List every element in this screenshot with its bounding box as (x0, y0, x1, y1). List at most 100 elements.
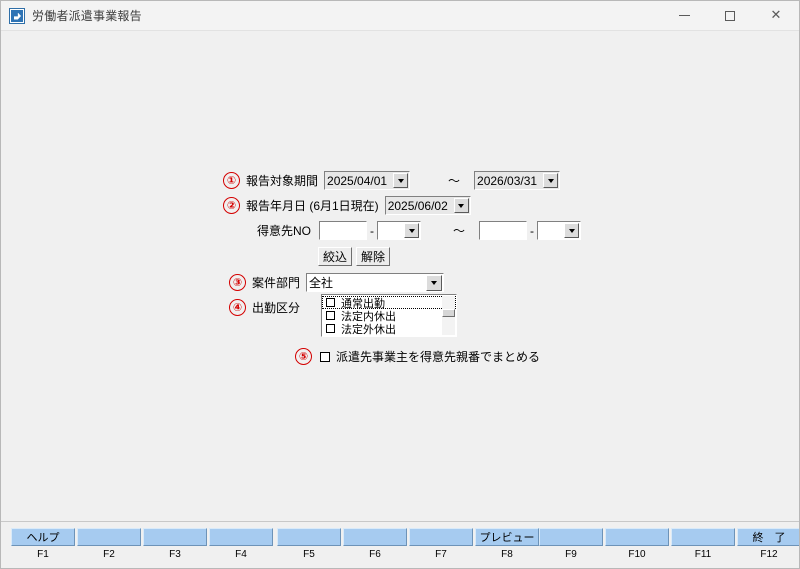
function-key-group-3: F9 F10 F11 終 了 F12 (539, 528, 799, 560)
function-key-f5[interactable]: F5 (277, 528, 341, 560)
function-key-group-1: ヘルプ F1 F2 F3 F4 (11, 528, 273, 560)
function-key-f11-name: F11 (694, 549, 712, 560)
function-key-f9[interactable]: F9 (539, 528, 603, 560)
customer-no-to-sub-combo[interactable] (537, 221, 582, 240)
attendance-label: 出勤区分 (252, 301, 301, 315)
group-option-row: ⑤ 派遣先事業主を得意先親番でまとめる (295, 348, 540, 365)
chevron-down-icon[interactable] (564, 223, 580, 238)
function-key-f6-name: F6 (369, 549, 381, 560)
list-item-label: 法定内休出 (341, 310, 396, 323)
function-key-f1-label[interactable]: ヘルプ (11, 528, 75, 546)
customer-no-from-dash: - (370, 223, 375, 238)
maximize-icon[interactable] (707, 1, 753, 31)
function-key-f12[interactable]: 終 了 F12 (737, 528, 799, 560)
chevron-down-icon[interactable] (393, 173, 409, 188)
marker-2: ② (223, 197, 240, 214)
function-key-f1[interactable]: ヘルプ F1 (11, 528, 75, 560)
function-key-f11[interactable]: F11 (671, 528, 735, 560)
chevron-down-icon[interactable] (404, 223, 420, 238)
app-icon (9, 7, 25, 24)
function-key-f12-name: F12 (760, 549, 778, 560)
function-key-f8[interactable]: プレビュー F8 (475, 528, 539, 560)
list-item[interactable]: 法定外休出 (322, 322, 456, 336)
department-row: ③ 案件部門 全社 (229, 273, 445, 292)
function-key-f6[interactable]: F6 (343, 528, 407, 560)
function-key-f9-label[interactable] (539, 528, 603, 546)
customer-no-to-dash: - (530, 223, 535, 238)
marker-4: ④ (229, 299, 246, 316)
function-key-f8-name: F8 (501, 549, 513, 560)
chevron-down-icon[interactable] (426, 274, 443, 291)
report-period-row: ① 報告対象期間 2025/04/01 ～ 2026/03/31 (223, 171, 561, 190)
report-date-row: ② 報告年月日 (6月1日現在) 2025/06/02 (223, 196, 471, 215)
checkbox-icon[interactable] (326, 298, 335, 307)
department-value: 全社 (309, 276, 334, 290)
function-key-f3-label[interactable] (143, 528, 207, 546)
customer-no-row: 得意先NO - ～ - (257, 221, 582, 240)
function-key-group-2: F5 F6 F7 プレビュー F8 (277, 528, 539, 560)
report-period-label: 報告対象期間 (246, 174, 319, 188)
function-key-f7[interactable]: F7 (409, 528, 473, 560)
function-key-f2[interactable]: F2 (77, 528, 141, 560)
attendance-listbox[interactable]: 通常出勤 法定内休出 法定外休出 (321, 294, 457, 337)
function-key-f10-label[interactable] (605, 528, 669, 546)
close-icon[interactable]: ✕ (753, 1, 799, 31)
marker-1: ① (223, 172, 240, 189)
function-key-f4[interactable]: F4 (209, 528, 273, 560)
function-key-f6-label[interactable] (343, 528, 407, 546)
checkbox-icon[interactable] (326, 311, 335, 320)
function-key-f3[interactable]: F3 (143, 528, 207, 560)
close-glyph: ✕ (770, 8, 782, 23)
list-item-label: 法定外休出 (341, 323, 396, 336)
report-period-from-combo[interactable]: 2025/04/01 (324, 171, 411, 190)
function-key-f9-name: F9 (565, 549, 577, 560)
customer-filter-buttons: 絞込 解除 (318, 247, 391, 266)
listbox-scrollbar-thumb[interactable] (442, 309, 455, 317)
window-controls: ✕ (661, 1, 799, 31)
report-period-to-combo[interactable]: 2026/03/31 (474, 171, 561, 190)
function-key-f7-name: F7 (435, 549, 447, 560)
report-date-value: 2025/06/02 (387, 198, 448, 213)
marker-3: ③ (229, 274, 246, 291)
listbox-scrollbar[interactable] (442, 296, 455, 335)
function-key-f10[interactable]: F10 (605, 528, 669, 560)
function-key-f12-label[interactable]: 終 了 (737, 528, 799, 546)
title-bar: 労働者派遣事業報告 ✕ (1, 1, 799, 31)
report-date-combo[interactable]: 2025/06/02 (384, 196, 471, 215)
function-key-bar: ヘルプ F1 F2 F3 F4 F5 F6 (1, 521, 799, 568)
function-key-f7-label[interactable] (409, 528, 473, 546)
list-item-label: 通常出勤 (341, 297, 385, 310)
marker-5: ⑤ (295, 348, 312, 365)
function-key-f2-label[interactable] (77, 528, 141, 546)
customer-no-range-tilde: ～ (453, 224, 466, 238)
window-title: 労働者派遣事業報告 (32, 9, 142, 23)
report-date-label: 報告年月日 (6月1日現在) (246, 199, 379, 213)
customer-no-from-sub-combo[interactable] (377, 221, 422, 240)
group-option-checkbox[interactable] (320, 351, 330, 362)
report-period-from-value: 2025/04/01 (327, 173, 388, 188)
function-key-f10-name: F10 (628, 549, 646, 560)
function-key-f5-label[interactable] (277, 528, 341, 546)
list-item[interactable]: 法定内休出 (322, 309, 456, 323)
function-key-f11-label[interactable] (671, 528, 735, 546)
customer-no-from-main-input[interactable] (319, 221, 368, 240)
department-combo[interactable]: 全社 (306, 273, 445, 292)
function-key-f1-name: F1 (37, 549, 49, 560)
chevron-down-icon[interactable] (543, 173, 559, 188)
function-key-f4-label[interactable] (209, 528, 273, 546)
report-period-to-value: 2026/03/31 (477, 173, 538, 188)
group-option-label: 派遣先事業主を得意先親番でまとめる (336, 350, 541, 364)
function-key-f8-label[interactable]: プレビュー (475, 528, 539, 546)
function-key-f5-name: F5 (303, 549, 315, 560)
function-key-f2-name: F2 (103, 549, 115, 560)
function-key-f4-name: F4 (235, 549, 247, 560)
customer-no-to-main-input[interactable] (479, 221, 528, 240)
minimize-icon[interactable] (661, 1, 707, 31)
clear-filter-button[interactable]: 解除 (356, 247, 391, 266)
chevron-down-icon[interactable] (453, 198, 469, 213)
checkbox-icon[interactable] (326, 324, 335, 333)
list-item[interactable]: 通常出勤 (322, 296, 456, 310)
filter-button[interactable]: 絞込 (318, 247, 353, 266)
department-label: 案件部門 (252, 276, 301, 290)
